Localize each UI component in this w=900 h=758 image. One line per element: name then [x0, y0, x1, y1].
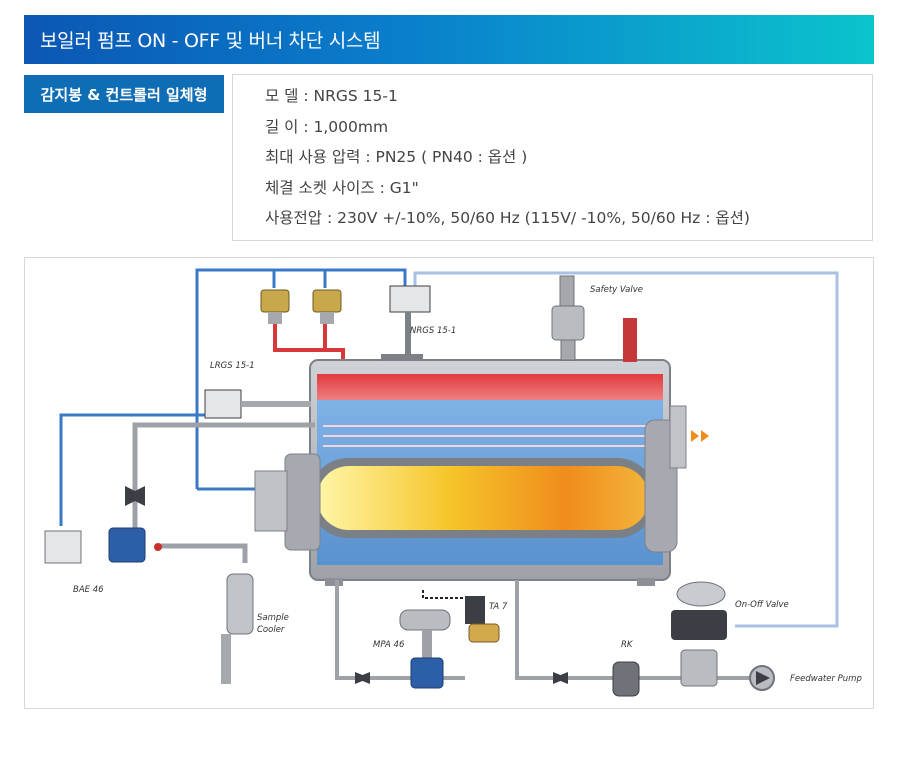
- safety-valve-icon: [551, 275, 585, 361]
- bae-46-valve-icon: [44, 486, 162, 564]
- ta-7-valve-icon: [422, 590, 500, 643]
- blowdown-line: [132, 422, 315, 563]
- label-mpa: MPA 46: [373, 640, 405, 650]
- mpa-46-valve-icon: [355, 609, 451, 689]
- spec-list: 모 델 : NRGS 15-1 길 이 : 1,000mm 최대 사용 압력 :…: [232, 74, 873, 241]
- chimney-pipe: [623, 318, 637, 362]
- rk-check-valve-icon: [553, 661, 640, 697]
- label-ta: TA 7: [489, 602, 508, 612]
- feedwater-pump-icon: [749, 665, 775, 691]
- boiler-diagram-svg: Safety Valve NRGS 15-1 LRGS 15-1 BAE 46 …: [44, 268, 862, 697]
- spec-socket-size: 체결 소켓 사이즈 : G1": [265, 178, 419, 197]
- label-lrgs: LRGS 15-1: [210, 361, 255, 371]
- signal-wiring-light: [413, 271, 839, 628]
- page-title-bar: 보일러 펌프 ON - OFF 및 버너 차단 시스템: [24, 15, 874, 64]
- level-switch-1-icon: [260, 289, 290, 324]
- on-off-valve-icon: [671, 581, 727, 687]
- product-type-badge: 감지봉 & 컨트롤러 일체형: [24, 75, 224, 113]
- nrgs-probe-icon: [381, 285, 431, 360]
- label-on-off-valve: On-Off Valve: [735, 600, 789, 610]
- exhaust-arrow-icon: [691, 430, 709, 442]
- label-sample-cooler-2: Cooler: [257, 625, 285, 635]
- signal-wiring: [59, 268, 407, 526]
- steam-pipe: [273, 322, 345, 362]
- label-safety-valve: Safety Valve: [590, 285, 643, 295]
- label-sample-cooler-1: Sample: [257, 613, 289, 623]
- spec-max-pressure: 최대 사용 압력 : PN25 ( PN40 : 옵션 ): [265, 148, 528, 166]
- spec-length: 길 이 : 1,000mm: [265, 117, 389, 136]
- sample-cooler-icon: [221, 573, 254, 684]
- label-nrgs: NRGS 15-1: [410, 326, 456, 336]
- lrgs-controller-icon: [204, 389, 311, 419]
- label-rk: RK: [621, 640, 634, 650]
- spec-model: 모 델 : NRGS 15-1: [265, 87, 398, 105]
- spec-voltage: 사용전압 : 230V +/-10%, 50/60 Hz (115V/ -10%…: [265, 209, 750, 227]
- badge-label: 감지봉 & 컨트롤러 일체형: [40, 85, 208, 104]
- label-bae: BAE 46: [73, 585, 104, 595]
- boiler-system-diagram: Safety Valve NRGS 15-1 LRGS 15-1 BAE 46 …: [24, 257, 874, 709]
- level-switch-2-icon: [312, 289, 342, 324]
- label-feedwater-pump: Feedwater Pump: [790, 674, 862, 684]
- boiler-shell: [254, 359, 687, 586]
- page-title: 보일러 펌프 ON - OFF 및 버너 차단 시스템: [40, 30, 381, 52]
